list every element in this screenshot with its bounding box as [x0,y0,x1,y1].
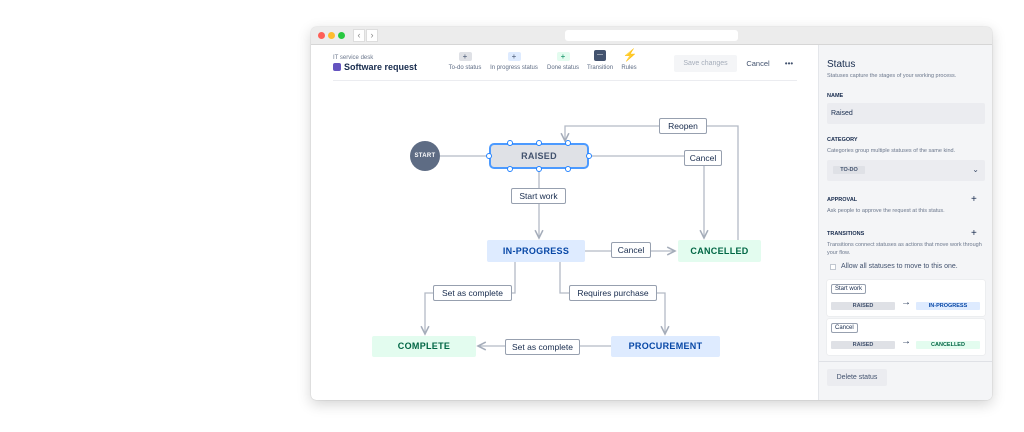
request-type-icon [333,63,341,71]
name-input[interactable]: Raised [827,103,985,124]
status-procurement[interactable]: PROCUREMENT [611,336,720,357]
transition-name: Start work [831,284,867,294]
category-description: Categories group multiple statuses of th… [827,148,956,154]
panel-subtitle: Statuses capture the stages of your work… [827,73,957,79]
transition-cancel[interactable]: Cancel [684,150,722,166]
status-cancelled[interactable]: CANCELLED [678,240,761,262]
delete-status-button[interactable]: Delete status [827,369,887,386]
add-transition-icon[interactable]: + [971,228,977,239]
reopen-connector [565,125,739,240]
allow-all-label: Allow all statuses to move to this one. [841,263,958,270]
transition-icon: — [594,50,606,61]
from-status: RAISED [831,341,895,349]
status-complete[interactable]: COMPLETE [372,336,476,357]
status-panel: Status Statuses capture the stages of yo… [818,45,992,400]
add-done-status-button[interactable]: + Done status [543,52,583,71]
allow-all-checkbox[interactable] [830,264,836,270]
cancel-button[interactable]: Cancel [746,59,770,68]
to-status: IN-PROGRESS [916,302,980,310]
from-status: RAISED [831,302,895,310]
header-divider [333,80,797,81]
transition-cancel[interactable]: Cancel [611,242,651,258]
plus-icon: + [507,52,521,61]
transition-card[interactable]: Cancel RAISED → CANCELLED [827,319,985,355]
tool-label: In progress status [490,65,538,71]
tool-label: Rules [621,65,637,71]
transitions-label: TRANSITIONS [827,231,865,237]
back-button[interactable]: ‹ [353,29,365,42]
approval-description: Ask people to approve the request at thi… [827,208,945,214]
maximize-window-button[interactable] [338,32,345,39]
resize-handle[interactable] [507,166,513,172]
tool-label: To-do status [448,65,482,71]
resize-handle[interactable] [486,153,492,159]
add-todo-status-button[interactable]: + To-do status [445,52,485,71]
transition-reopen[interactable]: Reopen [659,118,707,134]
transition-set-as-complete[interactable]: Set as complete [433,285,512,301]
tool-label: Transition [586,65,614,71]
tool-label: Done status [546,65,580,71]
transition-start-work[interactable]: Start work [511,188,566,204]
category-label: CATEGORY [827,137,858,143]
arrow-right-icon: → [901,336,911,347]
rules-button[interactable]: ⚡ Rules [617,49,641,71]
cancel-connector-1 [589,155,722,238]
resize-handle[interactable] [586,153,592,159]
category-select[interactable]: TO-DO ⌄ [827,160,985,181]
save-changes-button[interactable]: Save changes [674,55,737,72]
add-transition-button[interactable]: — Transition [585,50,615,71]
add-approval-icon[interactable]: + [971,194,977,205]
panel-divider [819,361,992,362]
transition-card[interactable]: Start work RAISED → IN-PROGRESS [827,280,985,316]
resize-handle[interactable] [536,140,542,146]
minimize-window-button[interactable] [328,32,335,39]
arrow-right-icon: → [901,297,911,308]
plus-icon: + [556,52,570,61]
approval-label: APPROVAL [827,197,858,203]
start-node[interactable]: START [410,141,440,171]
transition-name: Cancel [831,323,858,333]
project-name: IT service desk [333,55,374,61]
page-title: Software request [344,62,418,72]
resize-handle[interactable] [565,140,571,146]
resize-handle[interactable] [565,166,571,172]
transition-set-as-complete[interactable]: Set as complete [505,339,580,355]
to-status: CANCELLED [916,341,980,349]
category-value: TO-DO [833,166,865,174]
status-in-progress[interactable]: IN-PROGRESS [487,240,585,262]
address-bar[interactable] [565,30,738,41]
chevron-down-icon: ⌄ [972,165,979,174]
panel-title: Status [827,59,856,70]
forward-button[interactable]: › [366,29,378,42]
add-in-progress-status-button[interactable]: + In progress status [487,52,541,71]
transition-requires-purchase[interactable]: Requires purchase [569,285,657,301]
plus-icon: + [458,52,472,61]
lightning-icon: ⚡ [622,48,638,62]
resize-handle[interactable] [536,166,542,172]
name-label: NAME [827,93,844,99]
resize-handle[interactable] [507,140,513,146]
more-options-button[interactable]: ••• [784,59,794,68]
transitions-description: Transitions connect statuses as actions … [827,242,982,256]
close-window-button[interactable] [318,32,325,39]
title-bar: ‹ › [311,27,992,45]
